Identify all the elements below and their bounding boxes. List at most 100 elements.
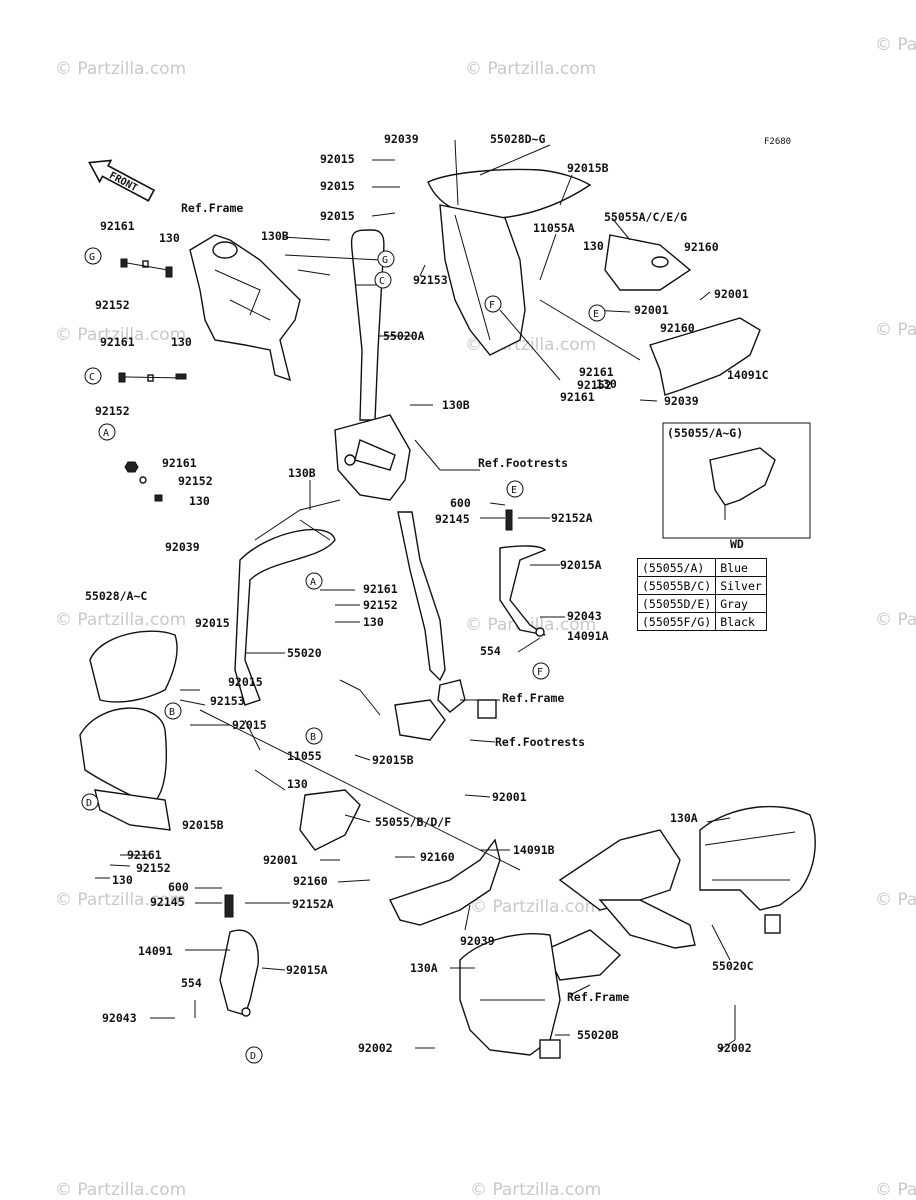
frame-assembly-top [189,234,301,382]
footrest-bracket-upper [334,414,411,501]
frame-tube-55020 [234,499,341,706]
part-label: 92002 [358,1041,393,1055]
part-label: 92152 [363,598,398,612]
svg-text:D: D [250,1051,256,1062]
part-label: 600 [450,496,471,510]
part-label: 92015B [372,753,414,767]
part-label: 14091C [727,368,769,382]
part-label: 55020A [383,329,425,343]
part-label: 92039 [460,934,495,948]
part-label: 11055 [287,749,322,763]
marker-G: G [377,250,395,268]
part-label: 130 [112,873,133,887]
watermark: © Partzilla.com [55,59,186,79]
part-labels: 92039 55028D~G 92015 92015 92015 92015B … [85,132,769,1055]
marker-B: B [164,702,182,720]
part-label: 11055A [533,221,575,235]
part-label: 130B [442,398,470,412]
part-label: 92152 [136,861,171,875]
watermark: © Partzilla.com [470,1180,601,1200]
part-label: 130 [171,335,192,349]
part-label: 92015 [232,718,267,732]
front-arrow-icon: FRONT [88,159,156,202]
legend-row: (55055D/E) Gray [636,594,767,613]
svg-text:F: F [537,667,543,678]
part-label: 92015 [320,209,355,223]
part-label: 55028D~G [490,132,545,146]
ref-footrests-label: Ref.Footrests [495,735,585,749]
marker-C: C [84,367,102,385]
part-label: 92015A [560,558,602,572]
part-label: 130B [288,466,316,480]
marker-E: E [588,304,606,322]
part-label: 92043 [567,609,602,623]
part-label: 92015 [320,152,355,166]
watermark: © Partzilla.com [875,610,916,630]
part-label: 92161 [162,456,197,470]
part-label: 130 [583,239,604,253]
part-label: 92161 [560,390,595,404]
marker-C: C [374,271,392,289]
part-label: 92152 [95,404,130,418]
center-bracket [397,511,497,719]
svg-text:E: E [593,309,599,320]
part-label: 92015 [228,675,263,689]
part-label: 92161 [363,582,398,596]
watermark-group: © Partzilla.com © Partzilla.com © Partzi… [55,35,916,1200]
part-label: 130 [287,777,308,791]
marker-G: G [84,247,102,265]
footrest-bracket-lower [339,679,446,741]
svg-text:B: B [169,707,175,718]
inner-cover-55055BDF [299,789,501,926]
part-label: 92043 [102,1011,137,1025]
marker-F: F [532,662,550,680]
leader-lines [95,139,736,1051]
part-label: 92039 [165,540,200,554]
part-14091A [499,509,547,637]
part-label: 92002 [717,1041,752,1055]
part-label: 130 [596,377,617,391]
part-label: 92160 [293,874,328,888]
part-label: 92161 [127,848,162,862]
marker-F: F [484,295,502,313]
watermark: © Partzilla.com [465,59,596,79]
part-14091 [219,894,259,1017]
part-label: 554 [480,644,501,658]
part-label: 92039 [664,394,699,408]
part-label: 92015B [182,818,224,832]
part-label: 600 [168,880,189,894]
watermark: © Partzilla.com [875,35,916,55]
svg-text:A: A [103,428,109,439]
marker-D: D [245,1046,263,1064]
part-label: 14091B [513,843,555,857]
circle-markers: G C A G C E F E F A B B D D [81,247,606,1064]
legend-color: Silver [715,576,767,595]
part-label: 55020C [712,959,754,973]
watermark: © Partzilla.com [55,1180,186,1200]
part-label: 130 [363,615,384,629]
part-label: 55020B [577,1028,619,1042]
part-label: 130B [261,229,289,243]
svg-text:A: A [310,577,316,588]
part-label: 92015 [195,616,230,630]
svg-text:C: C [89,372,95,383]
part-label: 92145 [150,895,185,909]
svg-text:C: C [379,276,385,287]
legend-code: (55055F/G) [636,612,717,631]
part-label: 55055/B/D/F [375,815,451,829]
wd-header: (55055/A~G) [667,426,743,440]
part-label: 92039 [384,132,419,146]
part-label: 92160 [420,850,455,864]
part-label: 92015 [320,179,355,193]
upper-cowl [427,168,592,356]
part-label: 92160 [684,240,719,254]
part-label: 55020 [287,646,322,660]
part-label: 554 [181,976,202,990]
part-label: 92160 [660,321,695,335]
watermark: © Partzilla.com [875,320,916,340]
wd-inset: (55055/A~G) WD [662,422,811,551]
svg-text:E: E [511,485,517,496]
marker-A: A [305,572,323,590]
svg-text:D: D [86,798,92,809]
part-label: 130 [189,494,210,508]
